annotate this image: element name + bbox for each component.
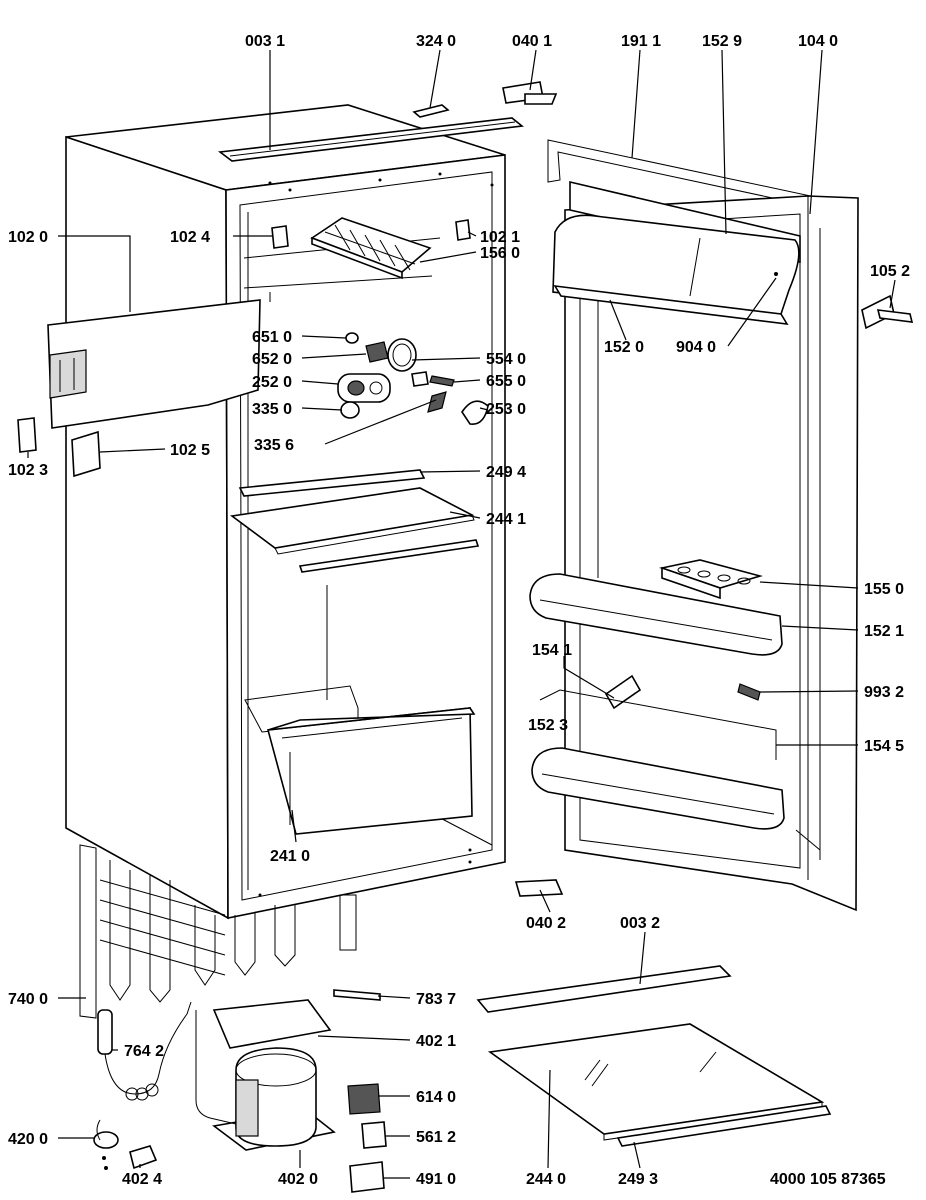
callout-label: 105 2 bbox=[870, 263, 910, 280]
callout-label: 554 0 bbox=[486, 351, 526, 368]
ice-tray bbox=[310, 217, 432, 280]
callout-label: 764 2 bbox=[124, 1043, 164, 1060]
leader-lines bbox=[27, 49, 896, 1179]
callout-label: 104 0 bbox=[798, 33, 838, 50]
callout-label: 740 0 bbox=[8, 991, 48, 1008]
callout-label: 253 0 bbox=[486, 401, 526, 418]
callout-label: 335 0 bbox=[252, 401, 292, 418]
callout-label: 156 0 bbox=[480, 245, 520, 262]
overload-protector bbox=[361, 1121, 387, 1149]
flap-block bbox=[71, 430, 101, 478]
condenser-coil bbox=[79, 844, 357, 1019]
relay bbox=[347, 1083, 381, 1115]
door-shelf-lower bbox=[531, 747, 785, 830]
callout-label: 252 0 bbox=[252, 374, 292, 391]
callout-label: 402 0 bbox=[278, 1171, 318, 1188]
callout-label: 420 0 bbox=[8, 1131, 48, 1148]
callout-label: 402 4 bbox=[122, 1171, 162, 1188]
callout-label: 152 0 bbox=[604, 339, 644, 356]
callout-label: 652 0 bbox=[252, 351, 292, 368]
lower-hinge bbox=[514, 879, 564, 897]
egg-tray bbox=[659, 559, 763, 600]
callout-label: 102 0 bbox=[8, 229, 48, 246]
cover-part bbox=[349, 1161, 385, 1193]
callout-label: 335 6 bbox=[254, 437, 294, 454]
callout-label: 154 1 bbox=[532, 642, 572, 659]
callout-label: 152 9 bbox=[702, 33, 742, 50]
callout-label: 152 3 bbox=[528, 717, 568, 734]
callout-label: 561 2 bbox=[416, 1129, 456, 1146]
freezer-flap bbox=[47, 292, 271, 429]
callout-label: 783 7 bbox=[416, 991, 456, 1008]
callout-label: 040 1 bbox=[512, 33, 552, 50]
catch-left bbox=[271, 225, 289, 249]
top-cover-strip bbox=[217, 117, 524, 162]
callout-label: 614 0 bbox=[416, 1089, 456, 1106]
catch-right bbox=[455, 219, 471, 241]
callout-label: 102 1 bbox=[480, 229, 520, 246]
drawing-number: 4000 105 87365 bbox=[770, 1171, 886, 1188]
callout-label: 249 4 bbox=[486, 464, 526, 481]
callout-label: 491 0 bbox=[416, 1171, 456, 1188]
callout-label: 102 5 bbox=[170, 442, 210, 459]
callout-label: 993 2 bbox=[864, 684, 904, 701]
callout-label: 244 0 bbox=[526, 1171, 566, 1188]
glass-shelf-upper bbox=[229, 469, 480, 573]
capillary-dryer bbox=[97, 1001, 192, 1101]
compressor-grommet bbox=[129, 1145, 158, 1170]
callout-label: 102 3 bbox=[8, 462, 48, 479]
callout-label: 904 0 bbox=[676, 339, 716, 356]
callout-label: 324 0 bbox=[416, 33, 456, 50]
thermostat-sensor bbox=[93, 1119, 119, 1170]
callout-label: 651 0 bbox=[252, 329, 292, 346]
callout-label: 244 1 bbox=[486, 511, 526, 528]
callout-label: 003 1 bbox=[245, 33, 285, 50]
callout-label: 155 0 bbox=[864, 581, 904, 598]
callout-label: 191 1 bbox=[621, 33, 661, 50]
top-hinge bbox=[502, 81, 558, 105]
drain-tube bbox=[333, 989, 381, 1001]
flap-hinge bbox=[17, 417, 37, 453]
callout-label: 102 4 bbox=[170, 229, 210, 246]
door-dairy-compartment bbox=[552, 180, 801, 325]
callout-label: 655 0 bbox=[486, 373, 526, 390]
bottom-right-hinge bbox=[861, 294, 914, 330]
vegetable-crisper bbox=[266, 707, 476, 835]
callout-label: 152 1 bbox=[864, 623, 904, 640]
callout-label: 003 2 bbox=[620, 915, 660, 932]
shelf-rail-lower bbox=[616, 1105, 832, 1147]
callout-label: 154 5 bbox=[864, 738, 904, 755]
door-panel bbox=[547, 139, 859, 912]
small-part bbox=[737, 683, 761, 701]
callout-label: 249 3 bbox=[618, 1171, 658, 1188]
callout-label: 402 1 bbox=[416, 1033, 456, 1050]
bottom-strip bbox=[476, 965, 732, 1013]
evaporation-tray bbox=[212, 999, 332, 1049]
compressor bbox=[195, 1010, 336, 1151]
callout-labels: 003 1 324 0 040 1 191 1 152 9 104 0 102 … bbox=[8, 33, 910, 1188]
clip-part bbox=[412, 104, 450, 118]
callout-label: 040 2 bbox=[526, 915, 566, 932]
thermostat-lamp-group bbox=[337, 332, 489, 425]
door-shelf-upper bbox=[529, 573, 783, 656]
callout-label: 241 0 bbox=[270, 848, 310, 865]
